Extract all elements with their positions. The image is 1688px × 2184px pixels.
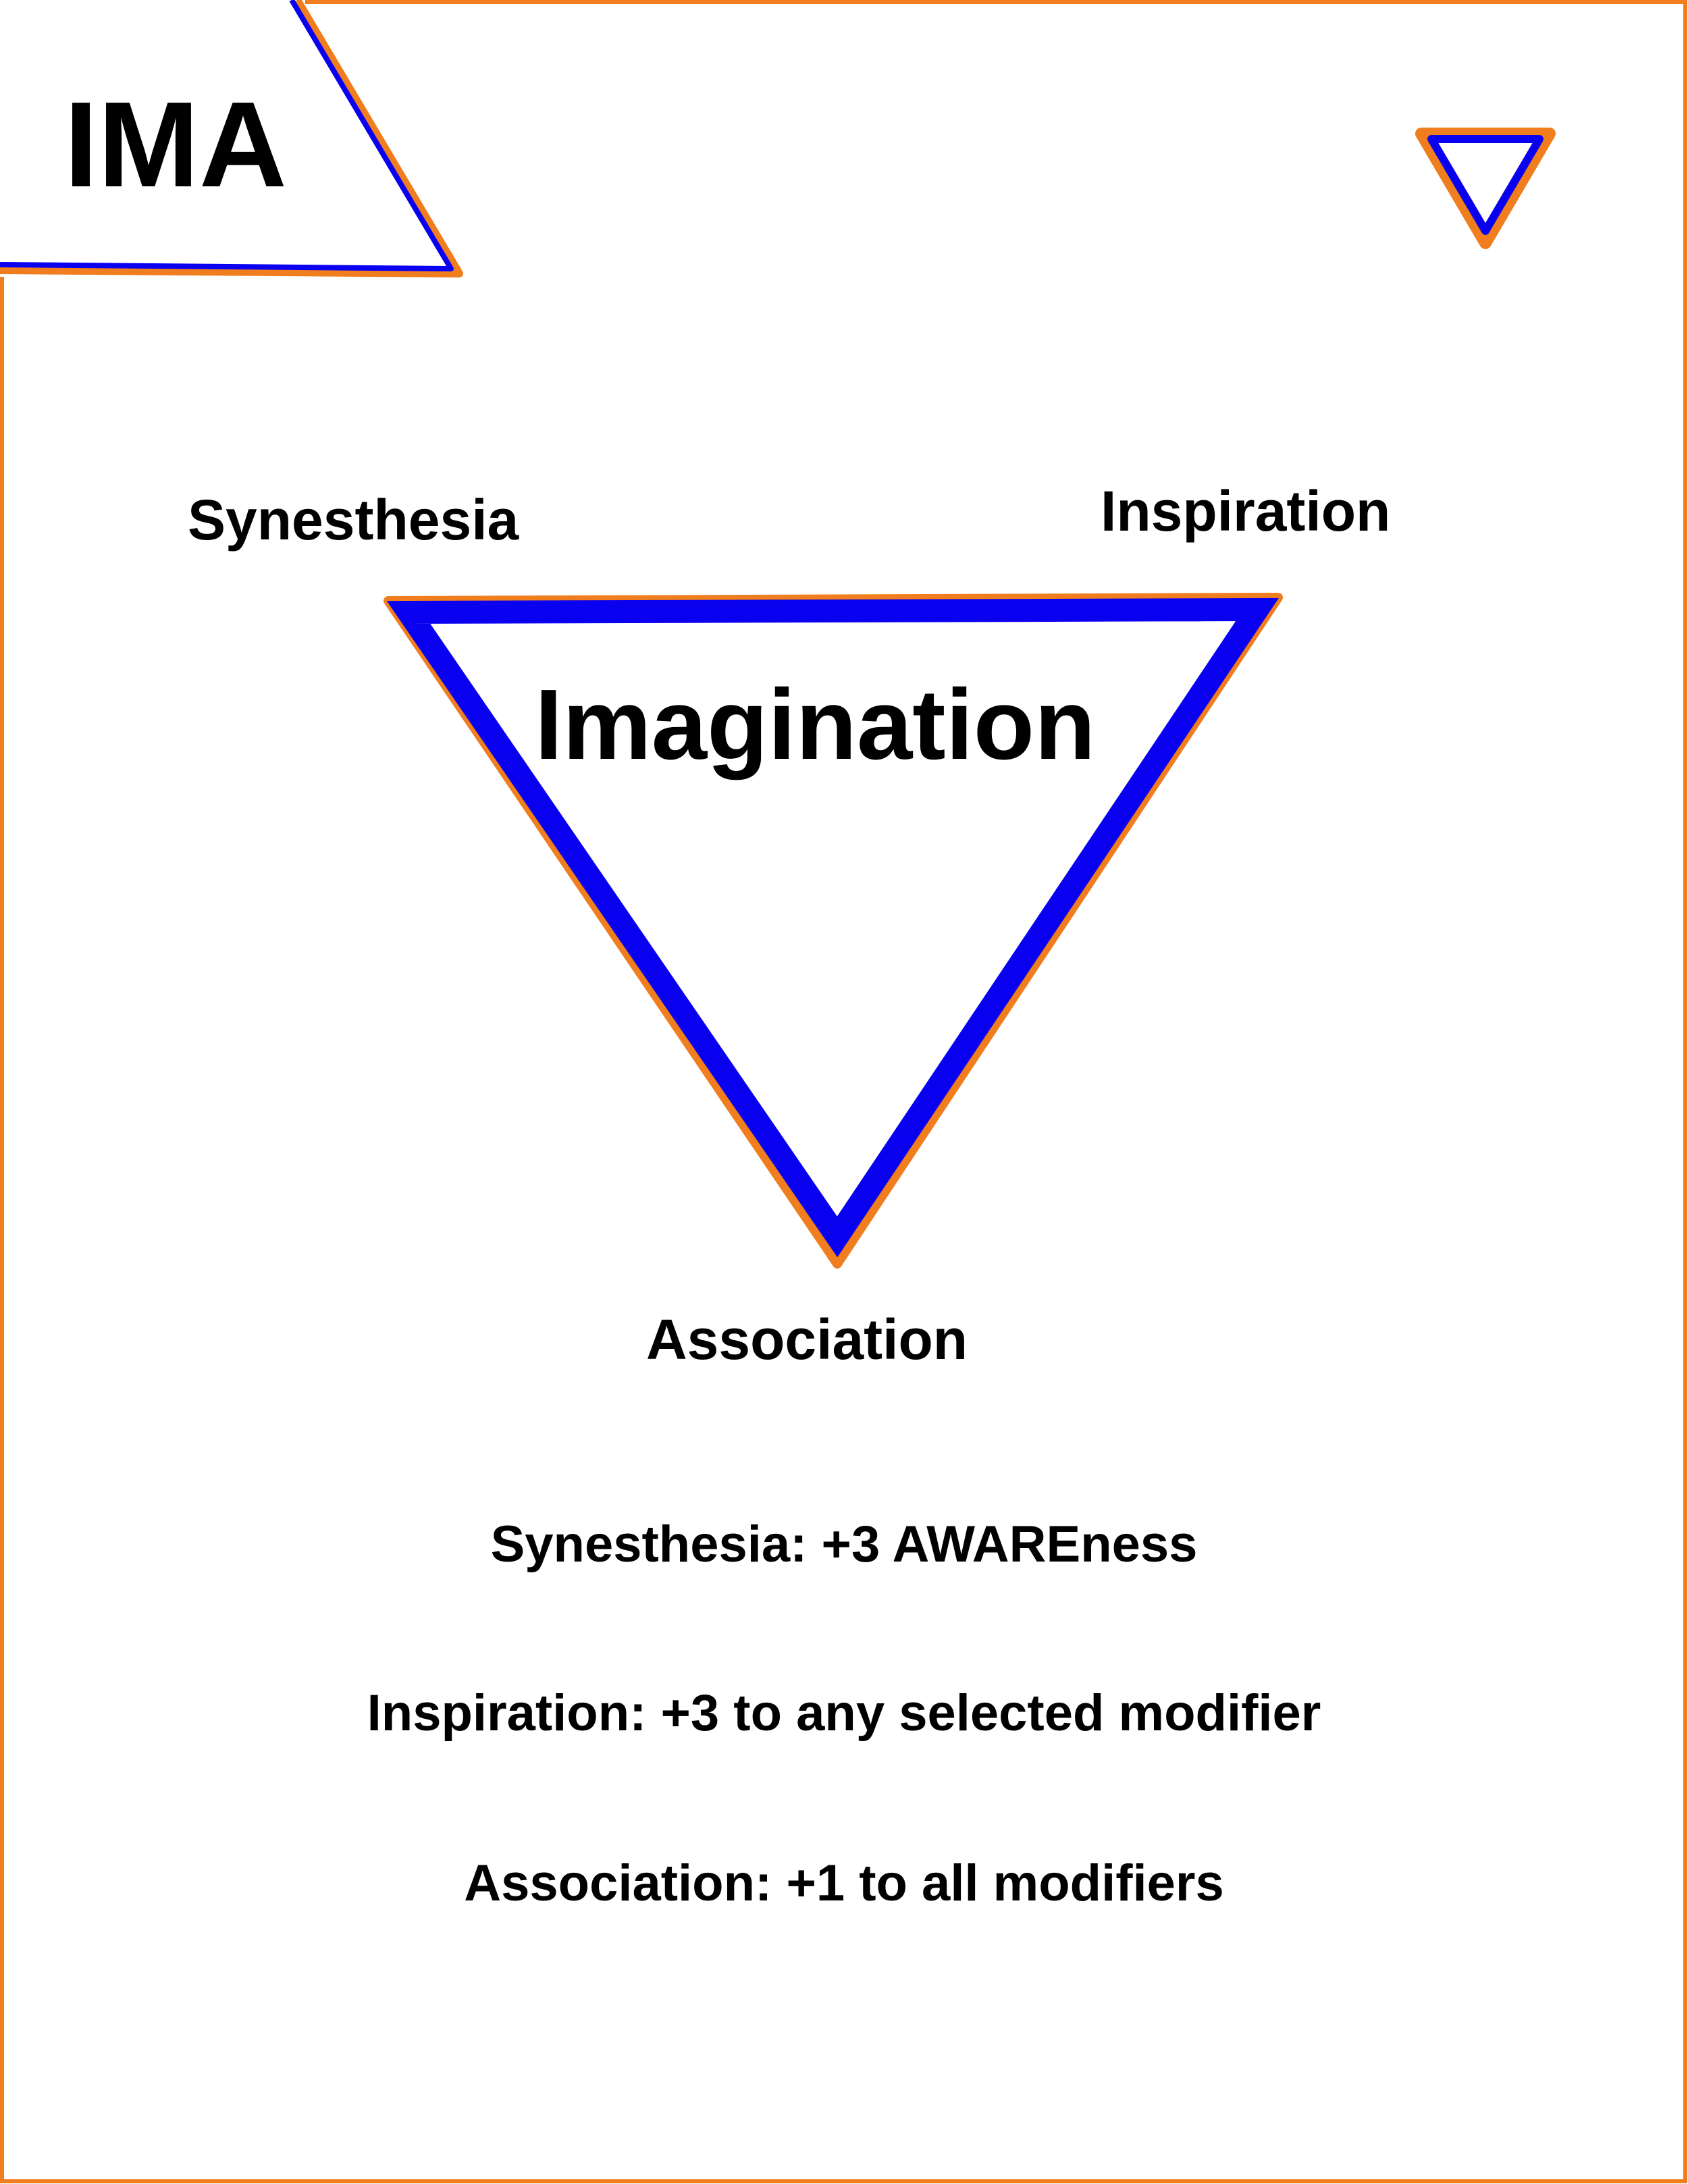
effect-inspiration: Inspiration: +3 to any selected modifier (367, 1684, 1321, 1742)
vertex-label-synesthesia: Synesthesia (188, 488, 519, 552)
main-triangle (384, 593, 1283, 1269)
corner-tab-shape (0, 0, 463, 277)
card-title: Imagination (535, 669, 1096, 780)
effect-synesthesia: Synesthesia: +3 AWAREness (490, 1516, 1198, 1573)
down-triangle-icon (1415, 128, 1556, 249)
card-abbreviation: IMA (64, 77, 287, 213)
vertex-label-association: Association (646, 1308, 968, 1371)
vertex-label-inspiration: Inspiration (1101, 479, 1391, 543)
effect-association: Association: +1 to all modifiers (464, 1855, 1224, 1912)
